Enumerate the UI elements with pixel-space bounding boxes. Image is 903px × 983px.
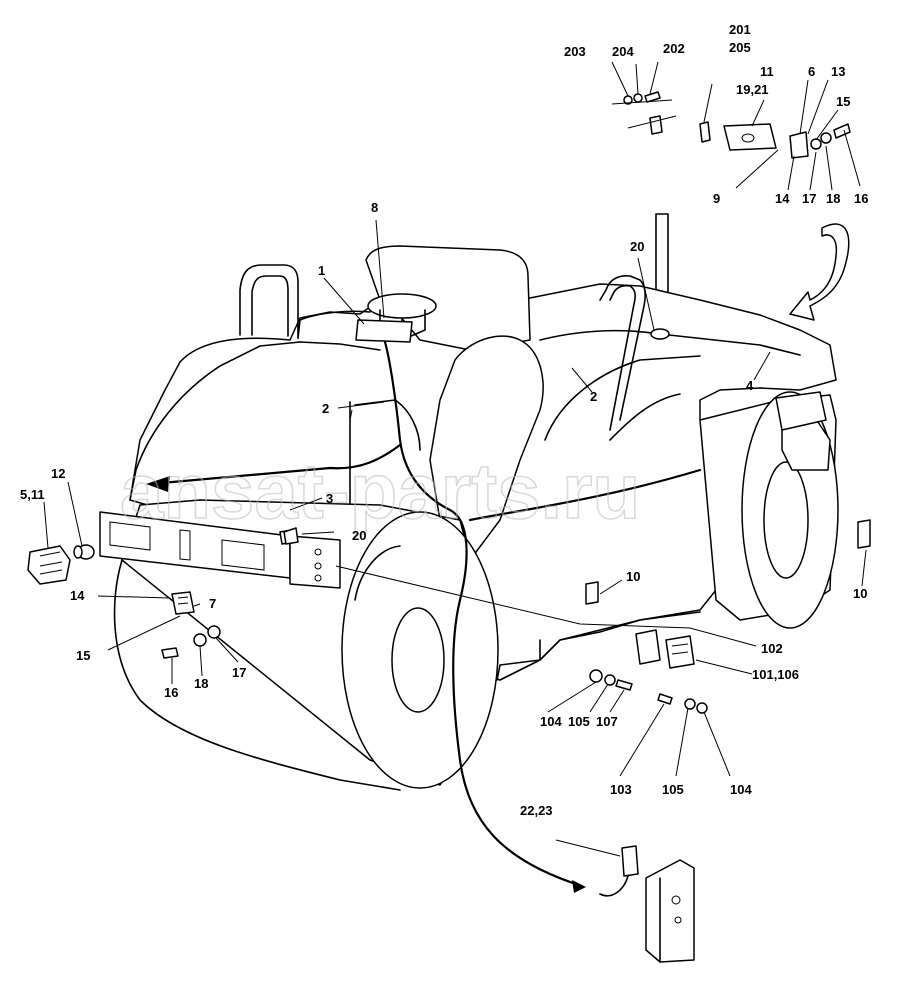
rear-lamp-assembly bbox=[589, 629, 708, 714]
label-10-center: 10 bbox=[626, 569, 640, 584]
label-201: 201 bbox=[729, 22, 751, 37]
label-202: 202 bbox=[663, 41, 685, 56]
label-8: 8 bbox=[371, 200, 378, 215]
label-203: 203 bbox=[564, 44, 586, 59]
front-light-bar bbox=[99, 511, 341, 589]
label-2-right: 2 bbox=[590, 389, 597, 404]
label-14-left: 14 bbox=[70, 588, 85, 603]
label-14-top: 14 bbox=[775, 191, 790, 206]
label-204: 204 bbox=[612, 44, 634, 59]
reflector-assembly-left bbox=[161, 591, 221, 659]
label-11-top: 11 bbox=[760, 64, 774, 79]
label-101-106: 101,106 bbox=[752, 667, 799, 682]
label-2-left: 2 bbox=[322, 401, 329, 416]
label-1: 1 bbox=[318, 263, 325, 278]
left-lamp-assembly bbox=[27, 544, 95, 585]
label-5-11: 5,11 bbox=[20, 487, 45, 502]
label-17-left: 17 bbox=[232, 665, 246, 680]
label-16-top: 16 bbox=[854, 191, 868, 206]
label-22-23: 22,23 bbox=[520, 803, 553, 818]
label-13: 13 bbox=[831, 64, 845, 79]
label-7: 7 bbox=[209, 596, 216, 611]
label-6-top: 6 bbox=[808, 64, 815, 79]
label-205: 205 bbox=[729, 40, 751, 55]
bottom-detail-bracket bbox=[599, 845, 695, 963]
label-15-left: 15 bbox=[76, 648, 90, 663]
label-17-top: 17 bbox=[802, 191, 816, 206]
label-10-right: 10 bbox=[853, 586, 867, 601]
hatch-front bbox=[283, 527, 299, 545]
label-105-b: 105 bbox=[662, 782, 684, 797]
label-20-front: 20 bbox=[352, 528, 366, 543]
roller-machine bbox=[113, 213, 839, 893]
label-15-top: 15 bbox=[836, 94, 850, 109]
label-3: 3 bbox=[326, 491, 333, 506]
callout-labels: 203 204 202 201 205 11 19,21 6 13 15 9 1… bbox=[20, 22, 868, 818]
label-102: 102 bbox=[761, 641, 783, 656]
reflector-decals bbox=[585, 519, 871, 605]
watermark-text: ansat-parts.ru bbox=[120, 447, 640, 535]
label-107: 107 bbox=[596, 714, 618, 729]
label-18-top: 18 bbox=[826, 191, 840, 206]
label-104-a: 104 bbox=[540, 714, 562, 729]
direction-arrow bbox=[789, 223, 850, 321]
label-12: 12 bbox=[51, 466, 65, 481]
label-19-21: 19,21 bbox=[736, 82, 769, 97]
label-18-left: 18 bbox=[194, 676, 208, 691]
label-16-left: 16 bbox=[164, 685, 178, 700]
leader-lines bbox=[43, 61, 867, 857]
label-9: 9 bbox=[713, 191, 720, 206]
label-20-top: 20 bbox=[630, 239, 644, 254]
label-4: 4 bbox=[746, 378, 754, 393]
label-103: 103 bbox=[610, 782, 632, 797]
label-104-b: 104 bbox=[730, 782, 752, 797]
label-105-a: 105 bbox=[568, 714, 590, 729]
top-detail-assembly bbox=[611, 91, 851, 159]
